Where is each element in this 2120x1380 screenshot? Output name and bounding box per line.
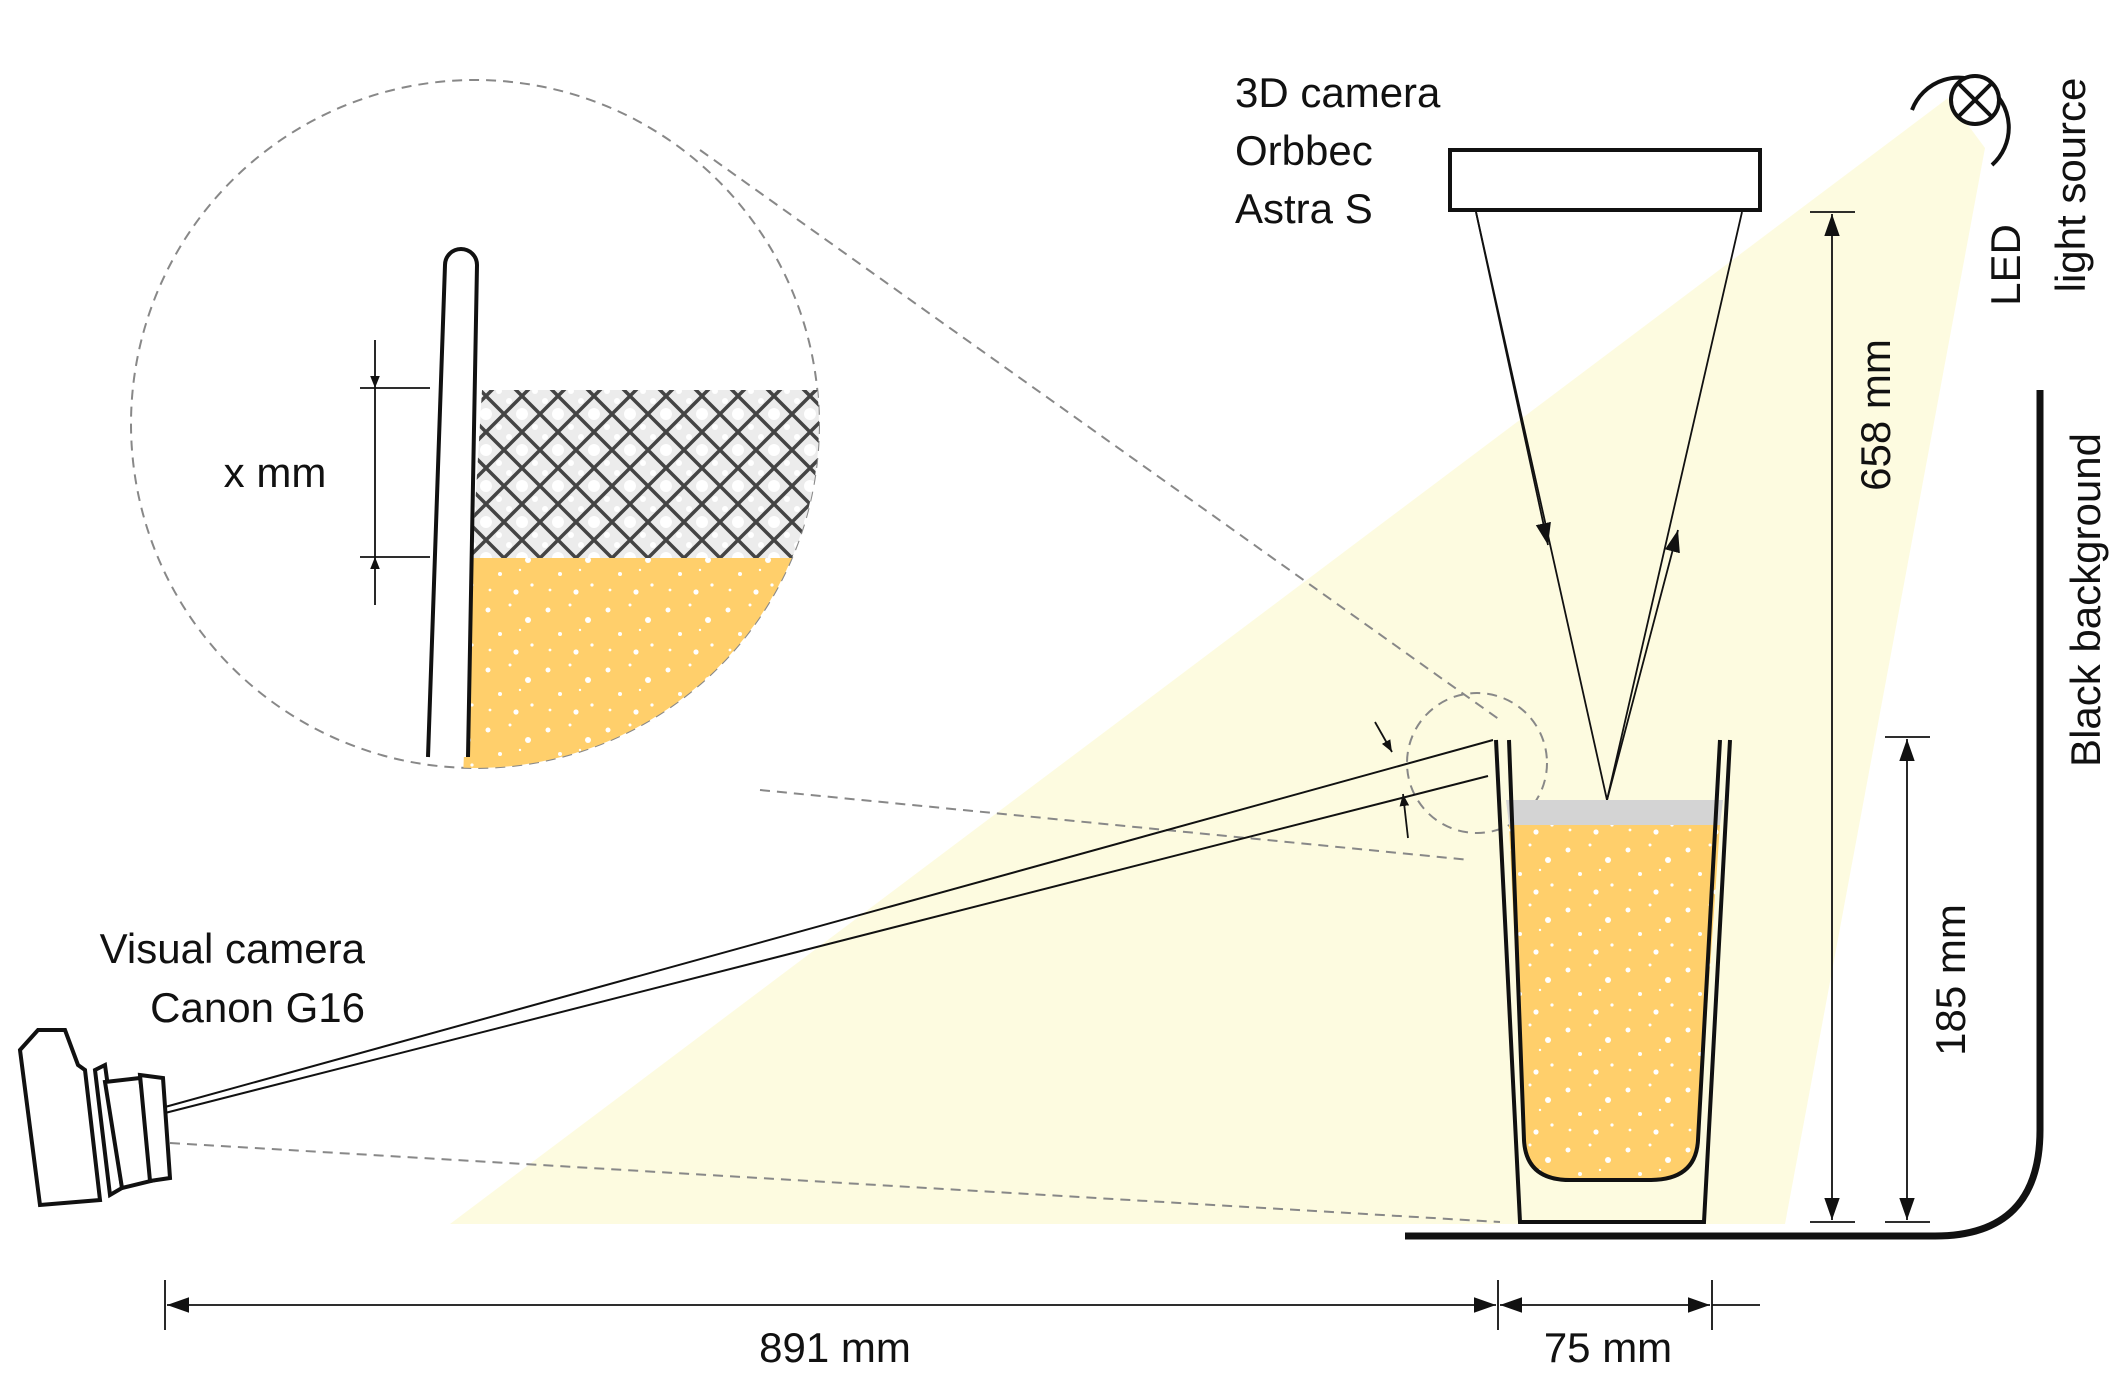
led-label-line2: light source — [2047, 78, 2094, 293]
glass-width-label: 75 mm — [1544, 1324, 1672, 1371]
horizontal-dimensions — [164, 1280, 1760, 1330]
glass-height-dimension — [1885, 736, 1930, 1223]
led-light-source — [1910, 74, 2011, 167]
glass-height-label: 185 mm — [1927, 904, 1974, 1056]
visual-camera-sight-lines — [164, 739, 1501, 1223]
camera-3d-label-line2: Orbbec — [1235, 127, 1373, 174]
camera-3d-rays — [1475, 211, 1743, 801]
black-background-label: Black background — [2062, 433, 2109, 767]
glass-foam — [1506, 800, 1723, 825]
zoom-connector-lines — [699, 149, 1548, 861]
zoom-beer-layer — [458, 558, 819, 768]
camera-3d-label-line3: Astra S — [1235, 185, 1373, 232]
glass-outline-outer — [1494, 739, 1732, 1224]
camera-height-dimension — [1810, 211, 1855, 1223]
camera-3d-body — [1448, 148, 1762, 212]
visual-camera-label-line2: Canon G16 — [150, 984, 365, 1031]
visual-camera-label-line1: Visual camera — [100, 925, 366, 972]
zoom-glass-wall — [426, 247, 480, 758]
camera-height-label: 658 mm — [1852, 339, 1899, 491]
camera-3d-label-line1: 3D camera — [1235, 69, 1441, 116]
rim-angle-arrows — [1374, 721, 1410, 839]
foam-height-dimension — [360, 340, 430, 605]
black-background-surface — [1405, 390, 2044, 1240]
zoom-foam-layer — [472, 390, 819, 558]
zoom-detail — [458, 390, 819, 768]
glass-outline-inner — [1507, 739, 1722, 1182]
foam-height-label: x mm — [224, 449, 327, 496]
led-label-line1: LED — [1982, 224, 2029, 306]
glass-beer — [1509, 825, 1720, 1180]
camera-distance-label: 891 mm — [759, 1324, 911, 1371]
visual-camera-icon — [17, 1028, 173, 1208]
